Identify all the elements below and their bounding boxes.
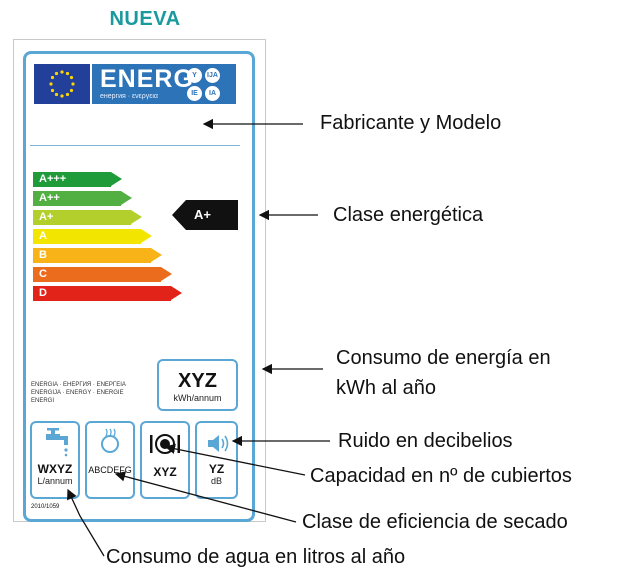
energ-title: ENERG <box>100 65 194 93</box>
arrow-capacity <box>164 443 306 476</box>
energy-class-bar-label: A+++ <box>39 173 67 185</box>
annotation-energy-consumption-line2: kWh al año <box>336 377 437 399</box>
energy-consumption-value: XYZ <box>178 370 217 392</box>
place-settings-box: XYZ <box>140 421 190 499</box>
arrow-drying <box>114 471 297 523</box>
water-consumption-value: WXYZ <box>37 462 73 476</box>
energy-class-bar: B <box>33 248 162 263</box>
energy-class-value: A+ <box>194 207 211 222</box>
annotation-capacity: Capacidad en nº de cubiertos <box>310 465 572 487</box>
energy-class-bar-label: A++ <box>39 192 60 204</box>
energy-class-bar: C <box>33 267 172 282</box>
energy-class-bar-tip <box>151 248 162 262</box>
energy-label-frame <box>23 51 255 522</box>
energy-class-bar: A++ <box>33 191 132 206</box>
energy-consumption-unit: kWh/annum <box>173 393 222 403</box>
drying-glass-icon <box>101 428 119 453</box>
noise-value: YZ <box>208 462 225 476</box>
energy-class-bar-label: A+ <box>39 211 54 223</box>
lang-circle: Y <box>187 68 202 83</box>
energy-class-indicator: A+ <box>172 200 238 230</box>
energy-class-bar: D <box>33 286 182 301</box>
indicator-arrow-tip <box>172 200 186 230</box>
energy-class-bar-tip <box>131 210 142 224</box>
energy-class-bar-tip <box>121 191 132 205</box>
energy-class-bar-label: B <box>39 249 47 261</box>
water-consumption-unit: L/annum <box>37 476 73 486</box>
energy-class-bar-label: D <box>39 287 47 299</box>
water-tap-icon <box>46 428 68 457</box>
arrow-water <box>67 488 105 557</box>
annotation-energy-consumption-line1: Consumo de energía en <box>336 347 551 369</box>
energy-class-bar-label: A <box>39 230 47 242</box>
energy-multilanguage-text: ENERGIA · ЕНЕРГИЯ · ΕΝΕΡΓΕΙΑ ENERGIJA · … <box>31 382 126 404</box>
energy-consumption-box: XYZ kWh/annum <box>157 359 238 411</box>
energy-class-bar-tip <box>141 229 152 243</box>
place-settings-value: XYZ <box>153 465 177 479</box>
annotation-manufacturer: Fabricante y Modelo <box>320 112 502 134</box>
lang-circle: IJA <box>205 68 220 83</box>
annotation-drying: Clase de eficiencia de secado <box>302 511 568 533</box>
regulation-number: 2010/1059 <box>31 504 60 510</box>
page-title: NUEVA <box>109 8 181 30</box>
energy-class-bar: A+ <box>33 210 142 225</box>
energy-class-bar-tip <box>111 172 122 186</box>
water-consumption-box: WXYZ L/annum <box>30 421 80 499</box>
annotation-energy-class: Clase energética <box>333 204 484 226</box>
lang-circle: IE <box>187 86 202 101</box>
annotation-noise: Ruido en decibelios <box>338 430 513 452</box>
energy-class-bar: A+++ <box>33 172 122 187</box>
energy-class-bar-tip <box>171 286 182 300</box>
energy-class-bar: A <box>33 229 152 244</box>
eu-flag-icon <box>34 64 90 104</box>
noise-speaker-icon <box>208 435 229 452</box>
lang-circle: IA <box>205 86 220 101</box>
annotation-water: Consumo de agua en litros al año <box>106 546 406 568</box>
noise-unit: dB <box>210 476 222 486</box>
energy-class-bar-label: C <box>39 268 47 280</box>
drying-class-value: ABCDEFG <box>88 465 132 475</box>
header-separator <box>30 145 240 146</box>
energy-class-bar-tip <box>161 267 172 281</box>
drying-class-box: ABCDEFG <box>85 421 135 499</box>
energ-subtitle: енергия · ενεργεια <box>100 93 158 100</box>
noise-box: YZ dB <box>195 421 238 499</box>
